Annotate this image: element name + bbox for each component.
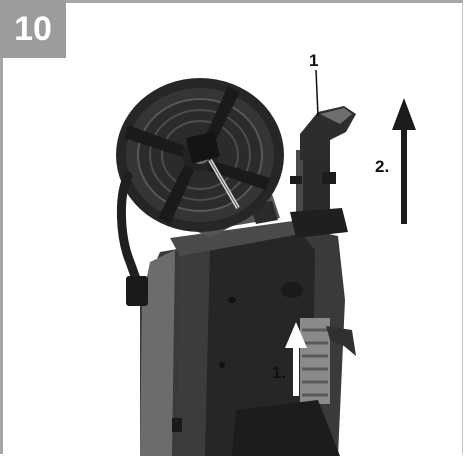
- telescopic-handle: [290, 106, 356, 238]
- action-step-1-label: 1.: [272, 363, 287, 382]
- washer-body: [140, 220, 356, 456]
- arrow-up-icon: [285, 322, 307, 396]
- step-number-badge: 10: [0, 0, 66, 58]
- callout-1-leader: [315, 69, 319, 117]
- part-number-callout: 1: [309, 51, 319, 70]
- hose-reel: [116, 78, 284, 238]
- action-step-2-label: 2.: [375, 157, 390, 176]
- hose: [117, 171, 148, 306]
- arrow-up-icon: [392, 98, 416, 224]
